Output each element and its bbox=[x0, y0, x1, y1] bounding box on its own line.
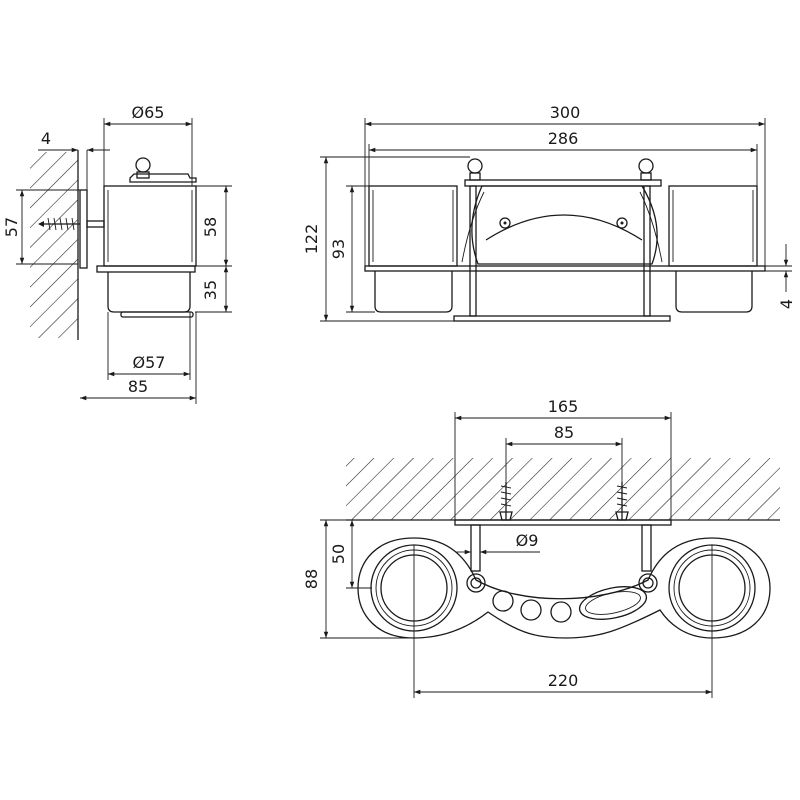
side-base-disc bbox=[120, 311, 194, 318]
dim-front-overall-height: 122 bbox=[302, 224, 321, 255]
side-screw bbox=[38, 217, 80, 231]
front-left-knob bbox=[467, 158, 483, 174]
dim-side-base-height: 35 bbox=[201, 280, 220, 300]
front-bottom-bar bbox=[453, 315, 671, 322]
front-right-glass bbox=[668, 185, 758, 267]
dim-top-ring-spacing: 220 bbox=[548, 671, 579, 690]
front-right-lower-cup bbox=[675, 271, 753, 313]
top-brush-hole-2 bbox=[520, 599, 542, 621]
dim-top-wall-offset: 50 bbox=[329, 544, 348, 564]
dim-front-overall-width: 300 bbox=[550, 103, 581, 122]
side-glass bbox=[103, 185, 197, 267]
side-wall-hatch bbox=[30, 152, 78, 338]
top-brush-hole-1 bbox=[492, 590, 514, 612]
top-screw-left bbox=[499, 482, 513, 521]
front-right-post bbox=[643, 185, 651, 317]
dim-side-wall-gap: 4 bbox=[41, 129, 51, 148]
dim-top-screw-spacing: 85 bbox=[554, 423, 574, 442]
top-brush-hole-3 bbox=[550, 601, 572, 623]
top-right-rod bbox=[641, 524, 652, 572]
top-wall-plate bbox=[454, 519, 672, 526]
dim-top-bracket-width: 165 bbox=[548, 397, 579, 416]
front-rail bbox=[364, 265, 766, 272]
side-lid bbox=[129, 173, 197, 183]
front-screw-hole-left bbox=[499, 217, 511, 229]
top-paste-slot bbox=[578, 586, 648, 620]
side-lower-cup bbox=[107, 272, 191, 313]
top-screw-right bbox=[615, 482, 629, 521]
side-arm bbox=[86, 220, 105, 228]
side-wall-plate bbox=[79, 189, 88, 269]
dim-side-cup-height: 58 bbox=[201, 217, 220, 237]
dim-side-cup-bottom: Ø57 bbox=[133, 353, 166, 372]
top-left-rod bbox=[470, 524, 481, 572]
front-view: 300 286 122 93 4 bbox=[302, 103, 796, 322]
top-view: 165 85 Ø9 88 50 220 bbox=[302, 397, 780, 698]
dim-side-screw-height: 57 bbox=[2, 217, 21, 237]
top-wall-hatch bbox=[346, 458, 780, 520]
front-center-plate bbox=[471, 185, 658, 265]
front-center-arc bbox=[485, 214, 643, 241]
side-knob bbox=[135, 157, 151, 173]
top-body-outline bbox=[357, 537, 771, 639]
dim-front-rail-thickness: 4 bbox=[777, 299, 796, 309]
front-right-knob bbox=[638, 158, 654, 174]
top-left-rod-cap bbox=[466, 573, 486, 593]
dim-top-overall-depth: 88 bbox=[302, 569, 321, 589]
front-left-lower-cup bbox=[374, 271, 453, 313]
dim-side-cup-top: Ø65 bbox=[132, 103, 165, 122]
front-top-bar bbox=[464, 179, 662, 187]
dim-side-depth: 85 bbox=[128, 377, 148, 396]
top-right-rod-cap bbox=[638, 573, 658, 593]
front-left-glass bbox=[368, 185, 458, 267]
side-view: Ø65 4 57 58 35 Ø57 85 bbox=[2, 103, 232, 404]
dim-top-rod-diameter: Ø9 bbox=[516, 531, 539, 550]
side-knob-stem bbox=[136, 171, 150, 179]
front-screw-hole-right bbox=[616, 217, 628, 229]
front-right-knob-stem bbox=[640, 172, 652, 181]
side-ring bbox=[96, 265, 196, 273]
front-left-knob-stem bbox=[469, 172, 481, 181]
dim-front-inner-width: 286 bbox=[548, 129, 579, 148]
dim-front-cup-height: 93 bbox=[329, 239, 348, 259]
